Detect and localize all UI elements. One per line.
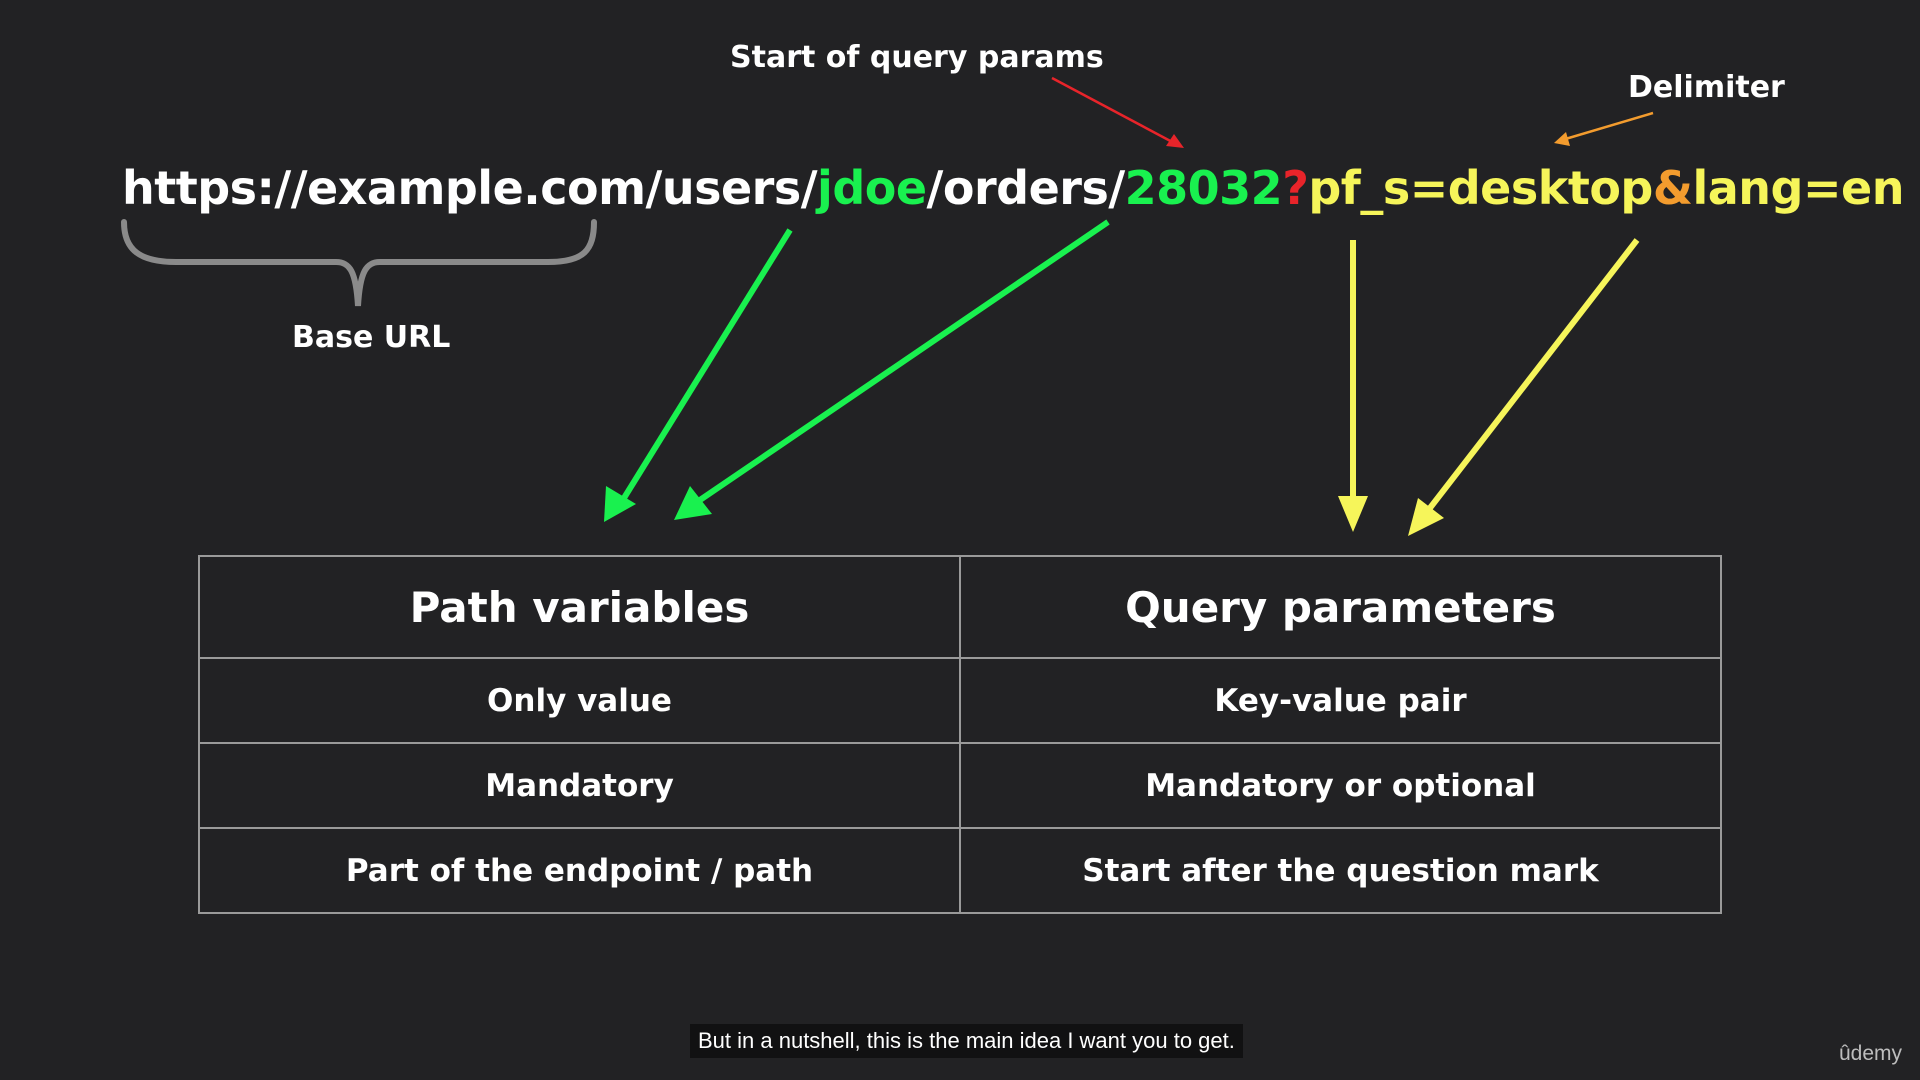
delimiter-label: Delimiter [1628,70,1785,105]
url-path-variable-user: jdoe [817,161,927,215]
url-path-variable-order: 28032 [1124,161,1283,215]
table-cell: Mandatory or optional [959,742,1722,829]
url-query-param-pf-s: pf_s=desktop [1308,161,1653,215]
table-cell: Start after the question mark [959,827,1722,914]
table-cell: Key-value pair [959,657,1722,744]
query-param-arrow-pf-s [1338,240,1368,532]
query-start-arrow [1051,76,1184,148]
query-param-arrow-lang [1408,238,1640,536]
subtitle-caption: But in a nutshell, this is the main idea… [690,1024,1243,1058]
url-base: https://example.com/users/ [122,161,818,215]
comparison-table: Path variables Query parameters Only val… [198,555,1722,914]
path-variable-arrow-user [604,228,793,522]
url-delimiter: & [1652,161,1693,215]
table-cell: Part of the endpoint / path [198,827,961,914]
url-query-start: ? [1282,161,1309,215]
table-header-row: Path variables Query parameters [198,555,1722,659]
header-path-variables: Path variables [198,555,961,659]
query-start-label: Start of query params [730,40,1104,75]
table-row: Mandatory Mandatory or optional [198,742,1722,829]
base-url-brace [121,219,597,307]
table-cell: Only value [198,657,961,744]
table-row: Only value Key-value pair [198,657,1722,744]
url-query-param-lang: lang=en [1692,161,1904,215]
udemy-logo: ûdemy [1838,1042,1902,1065]
url-path-separator: /orders/ [926,161,1126,215]
example-url: https://example.com/users/jdoe/orders/28… [122,153,1904,223]
path-variable-arrow-order [674,219,1110,520]
base-url-label: Base URL [292,320,451,355]
table-cell: Mandatory [198,742,961,829]
header-query-parameters: Query parameters [959,555,1722,659]
delimiter-arrow [1554,111,1654,146]
table-row: Part of the endpoint / path Start after … [198,827,1722,914]
